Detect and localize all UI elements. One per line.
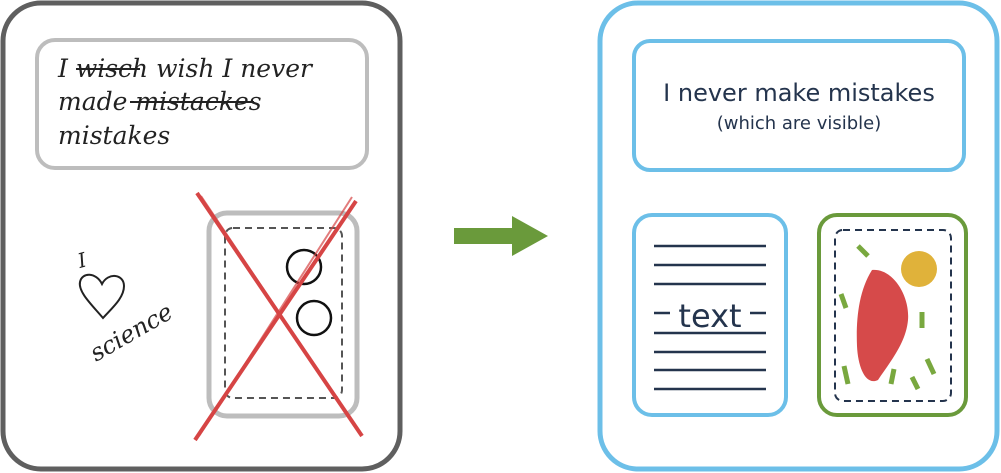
cell-illustration-icon: [838, 244, 937, 391]
heart-icon: [78, 273, 126, 320]
dot-icon: [901, 251, 937, 287]
text-card: text: [632, 213, 788, 417]
note-line-3: mistakes: [58, 121, 170, 150]
headline-subtext: (which are visible): [717, 113, 882, 134]
cross-mark-icon: [193, 191, 364, 442]
headline-card: I never make mistakes (which are visible…: [632, 39, 966, 172]
note-box: [35, 38, 369, 170]
text-lines-icon: [654, 244, 766, 391]
headline-text: I never make mistakes: [663, 79, 935, 107]
crossed-out-figure: [193, 191, 364, 442]
figure-card: [817, 213, 968, 417]
before-panel: I wisch wish I never made mistackes mist…: [0, 0, 403, 472]
text-card-word: text: [678, 297, 741, 335]
circle-icon: [295, 299, 333, 337]
handwritten-note: I wisch wish I never made mistackes mist…: [35, 38, 369, 170]
figure-dashed-frame: [224, 227, 343, 399]
figure-card-dashed-frame: [834, 229, 952, 402]
transition-arrow-icon: [454, 216, 548, 256]
dash-marks-icon: [838, 244, 937, 391]
after-panel: I never make mistakes (which are visible…: [597, 0, 1000, 472]
blob-icon: [856, 269, 909, 382]
headline-box: [632, 39, 966, 172]
